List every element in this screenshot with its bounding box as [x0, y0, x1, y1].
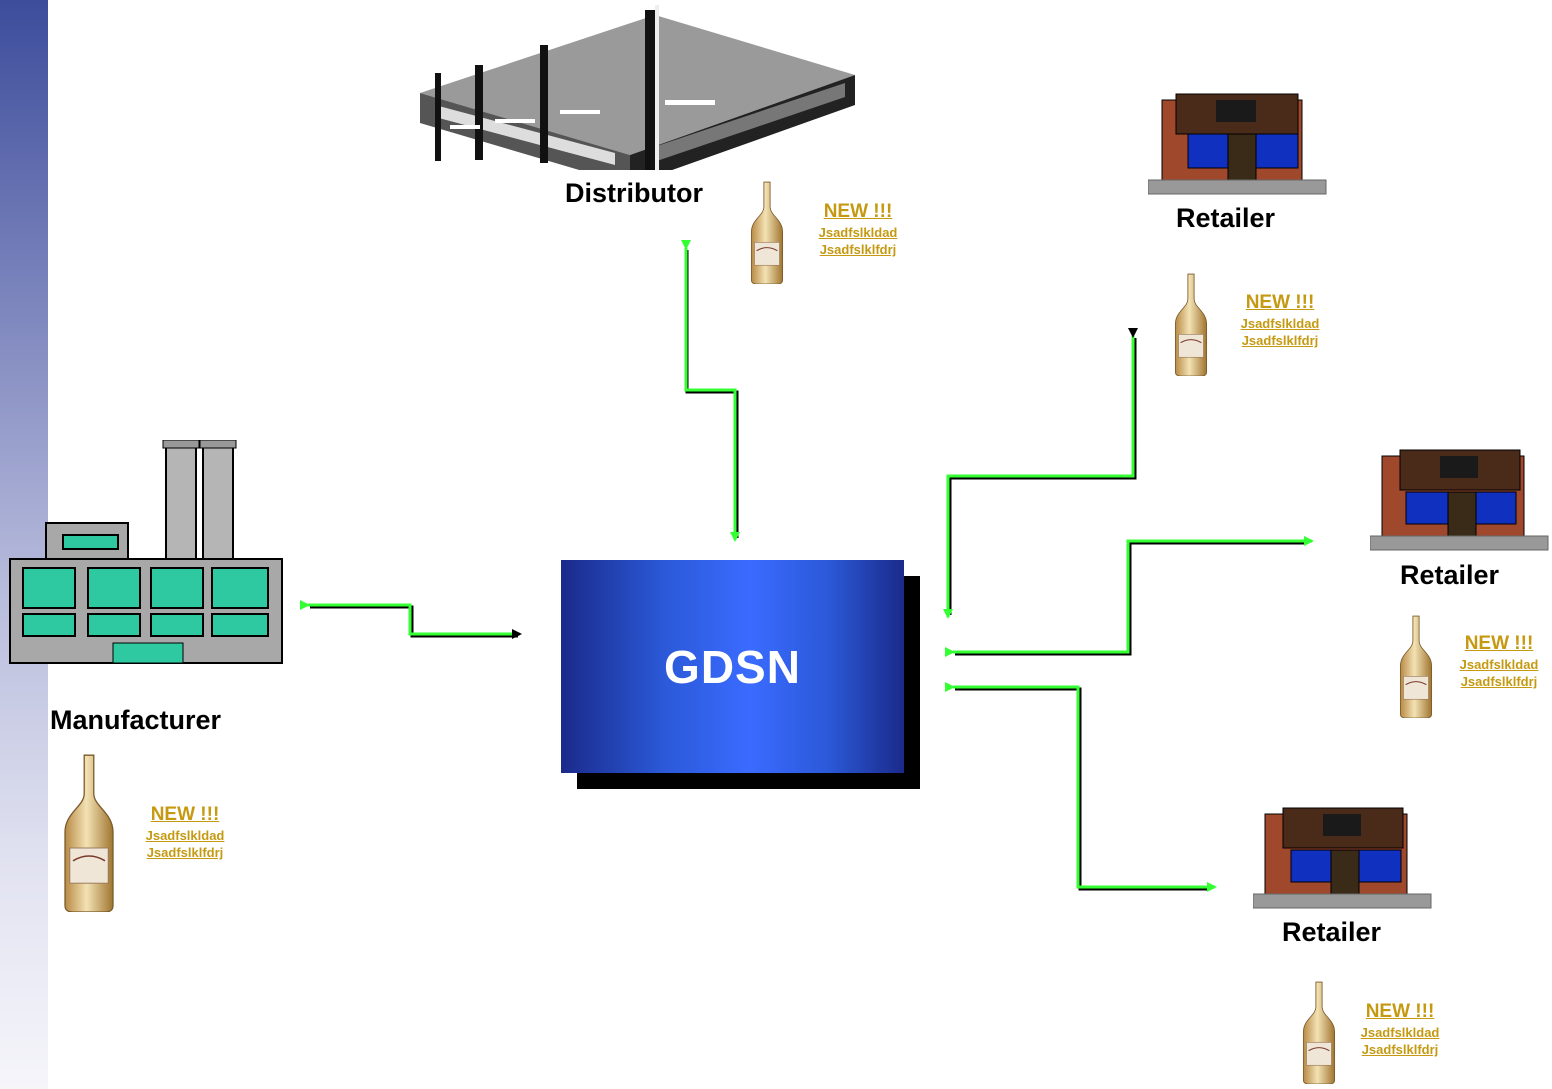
storefront-icon	[1370, 449, 1549, 551]
promo-line2: Jsadfslklfdrj	[1460, 674, 1538, 689]
connector-distributor	[681, 240, 740, 542]
connector-retailer1	[943, 328, 1138, 619]
storefront-icon	[1148, 93, 1327, 195]
promo-line2: Jsadfslklfdrj	[146, 845, 224, 860]
storefront-icon	[1253, 807, 1432, 909]
retailer3-promo: NEW !!! Jsadfslkldad Jsadfslklfdrj	[1345, 1000, 1455, 1058]
promo-line1: Jsadfslkldad	[1360, 1025, 1440, 1040]
connector-retailer2	[945, 536, 1314, 657]
promo-badge: NEW !!!	[150, 804, 220, 825]
distributor-label: Distributor	[565, 178, 703, 208]
promo-badge: NEW !!!	[1365, 1001, 1435, 1022]
distributor-promo: NEW !!! Jsadfslkldad Jsadfslklfdrj	[803, 200, 913, 258]
promo-line2: Jsadfslklfdrj	[1241, 333, 1319, 348]
promo-line1: Jsadfslkldad	[1459, 657, 1539, 672]
promo-badge: NEW !!!	[823, 201, 893, 222]
wine-bottle-icon	[1395, 614, 1437, 718]
factory-icon	[9, 440, 283, 664]
warehouse-icon	[420, 5, 855, 170]
manufacturer-label: Manufacturer	[50, 705, 222, 735]
retailer1-label: Retailer	[1176, 203, 1276, 233]
retailer2-promo: NEW !!! Jsadfslkldad Jsadfslklfdrj	[1446, 632, 1552, 690]
gdsn-hub-label: GDSN	[664, 640, 801, 693]
promo-badge: NEW !!!	[1464, 633, 1534, 654]
wine-bottle-icon	[1170, 272, 1212, 376]
connector-retailer3	[945, 682, 1217, 892]
promo-line2: Jsadfslklfdrj	[819, 242, 897, 257]
promo-line1: Jsadfslkldad	[818, 225, 898, 240]
manufacturer-promo: NEW !!! Jsadfslkldad Jsadfslklfdrj	[130, 803, 240, 861]
promo-line2: Jsadfslklfdrj	[1361, 1042, 1439, 1057]
wine-bottle-icon	[1298, 980, 1340, 1084]
retailer2-label: Retailer	[1400, 560, 1500, 590]
retailer1-promo: NEW !!! Jsadfslkldad Jsadfslklfdrj	[1225, 291, 1335, 349]
wine-bottle-icon	[746, 180, 788, 284]
connector-manufacturer	[300, 600, 522, 639]
promo-badge: NEW !!!	[1245, 292, 1315, 313]
promo-line1: Jsadfslkldad	[145, 828, 225, 843]
slide-sidebar-gradient	[0, 0, 48, 1089]
promo-line1: Jsadfslkldad	[1240, 316, 1320, 331]
retailer3-label: Retailer	[1282, 917, 1382, 947]
gdsn-hub: GDSN	[561, 560, 904, 773]
wine-bottle-icon	[56, 752, 122, 912]
